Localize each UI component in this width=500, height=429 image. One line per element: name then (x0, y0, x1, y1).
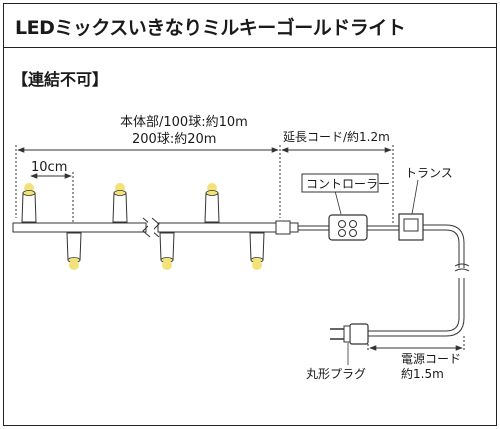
led-bulb (112, 183, 128, 223)
power-cord-dimension: 電源コード 約1.5m (367, 336, 465, 381)
power-cord-label-1: 電源コード (401, 352, 461, 366)
power-cord (368, 224, 470, 337)
body-connector (275, 220, 291, 235)
controller-unit (328, 214, 368, 241)
power-cord-label-2: 約1.5m (401, 366, 444, 381)
transformer-leader (411, 179, 419, 215)
body-length-label-2: 200球:約20m (132, 132, 216, 147)
transformer-label: トランス (405, 166, 453, 180)
led-bulb (159, 232, 175, 270)
title-bar: LEDミックスいきなりミルキーゴールドライト (3, 3, 497, 48)
product-title: LEDミックスいきなりミルキーゴールドライト (15, 17, 406, 39)
led-bulb (21, 183, 37, 223)
body-dimension: 本体部/100球:約10m 200球:約20m (15, 115, 281, 218)
led-bulb (204, 183, 220, 223)
controller-callout (301, 173, 379, 193)
body-length-label-1: 本体部/100球:約10m (120, 115, 248, 130)
section-heading: 【連結不可】 (12, 70, 109, 89)
extension-cord-label: 延長コード/約1.2m (283, 129, 390, 144)
controller-label: コントローラー (306, 177, 390, 191)
plug-label: 丸形プラグ (306, 367, 366, 381)
main-cable (12, 217, 400, 238)
round-plug (330, 323, 369, 345)
led-bulb (66, 232, 82, 270)
spacing-label: 10cm (31, 160, 67, 175)
spacing-dimension: 10cm (30, 160, 74, 222)
extension-dimension: 延長コード/約1.2m (281, 129, 394, 225)
led-bulb (249, 232, 265, 270)
diagram-frame (3, 3, 497, 426)
transformer-unit (398, 213, 424, 241)
